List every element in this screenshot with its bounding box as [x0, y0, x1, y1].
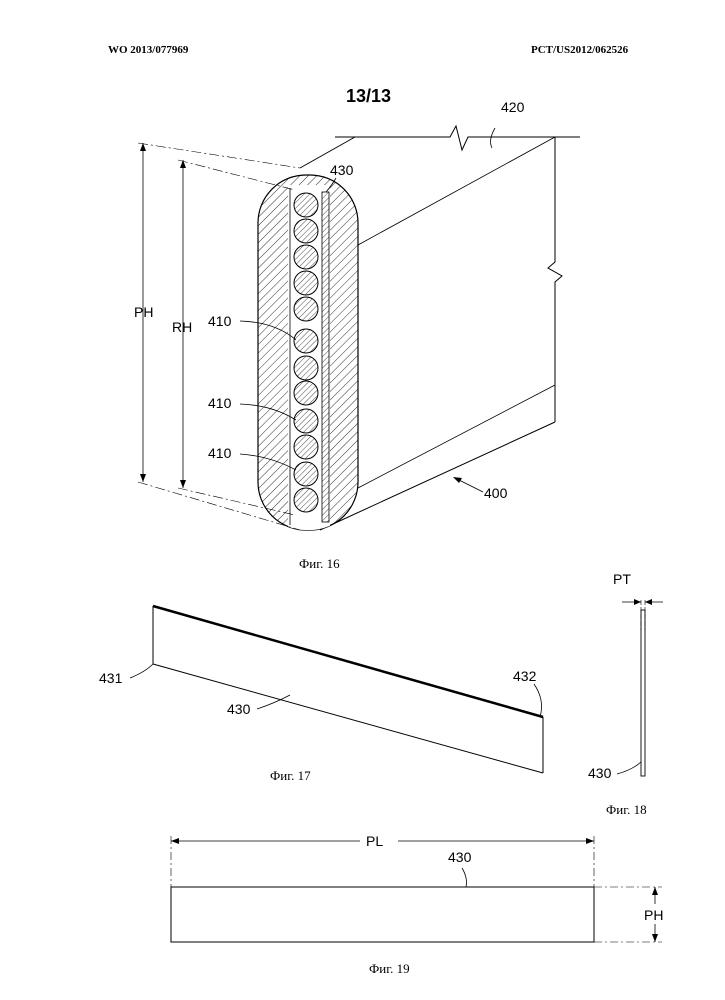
fig19-drawing: [171, 836, 662, 942]
fig16-dim-ph: PH: [134, 304, 153, 320]
fig19-dim-pl: PL: [366, 833, 383, 849]
fig17-label-432: 432: [513, 668, 537, 684]
fig17-caption: Фиг. 17: [270, 768, 311, 784]
fig16-label-410-c: 410: [208, 445, 232, 461]
fig17-label-431: 431: [99, 670, 123, 686]
fig19-label-430: 430: [448, 849, 472, 865]
fig16-dim-rh: RH: [172, 319, 192, 335]
fig19-caption: Фиг. 19: [369, 961, 410, 977]
fig16-label-410-b: 410: [208, 395, 232, 411]
fig18-dim-pt: PT: [613, 571, 631, 587]
fig16-caption: Фиг. 16: [299, 556, 340, 572]
fig16-label-430: 430: [330, 162, 354, 178]
fig18-drawing: [617, 599, 663, 776]
fig18-caption: Фиг. 18: [606, 802, 647, 818]
fig16-label-410-a: 410: [208, 313, 232, 329]
fig19-dim-ph: PH: [644, 907, 663, 923]
fig16-label-400: 400: [484, 485, 508, 501]
fig17-drawing: [130, 606, 543, 773]
fig16-drawing: [138, 126, 580, 530]
fig16-label-420: 420: [501, 99, 525, 115]
fig17-label-430: 430: [227, 701, 251, 717]
fig18-label-430: 430: [588, 765, 612, 781]
